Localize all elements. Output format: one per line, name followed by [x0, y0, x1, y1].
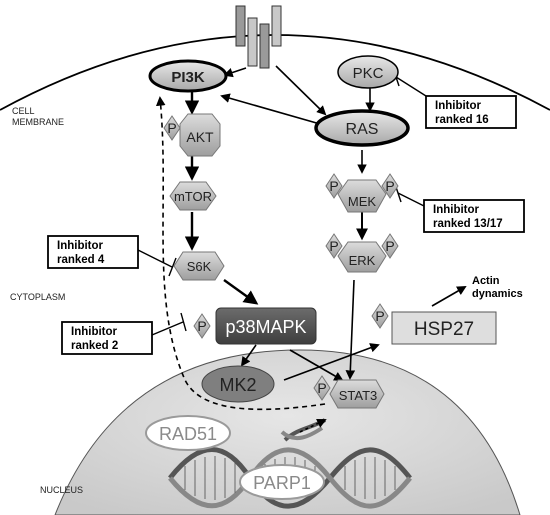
- pkc-node: PKC: [337, 55, 399, 89]
- erk-label: ERK: [349, 253, 376, 268]
- inhibitor-box-13-17: Inhibitor ranked 13/17: [423, 199, 525, 233]
- erk-phospho-label-right: P: [385, 238, 394, 254]
- actin-dynamics-label: Actin: [472, 275, 500, 287]
- cytoplasm-label: CYTOPLASM: [10, 292, 65, 302]
- akt-phospho-marker: [163, 115, 181, 141]
- inhibitor-16-line2: ranked 16: [435, 114, 489, 126]
- stat3-node: STAT3 P: [313, 375, 385, 409]
- actin-dynamics-label-2: dynamics: [472, 288, 523, 300]
- erk-phospho-marker-right: [381, 233, 399, 259]
- p38mapk-phospho-label: P: [197, 318, 206, 334]
- mek-phospho-label-right: P: [385, 178, 394, 194]
- s6k-node: S6K: [173, 251, 225, 281]
- inhibition-connectors: [137, 67, 427, 336]
- akt-node: AKT P: [163, 113, 221, 157]
- p38mapk-phospho-marker: [193, 313, 211, 339]
- p38mapk-node: P p38MAPK: [193, 307, 317, 345]
- parp1-node: PARP1: [239, 464, 325, 500]
- inhibitor-box-16: Inhibitor ranked 16: [425, 95, 517, 129]
- rad51-label: RAD51: [159, 424, 217, 444]
- stat3-phospho-label: P: [317, 380, 326, 396]
- mek-phospho-label-left: P: [329, 178, 338, 194]
- akt-label: AKT: [186, 129, 214, 145]
- inhibitor-13-17-line2: ranked 13/17: [433, 218, 503, 230]
- pkc-label: PKC: [353, 65, 384, 82]
- stat3-label: STAT3: [339, 388, 378, 403]
- p38mapk-label: p38MAPK: [225, 317, 306, 337]
- pi3k-node: PI3K: [148, 59, 228, 93]
- erk-node: ERK P P: [325, 233, 399, 273]
- inhibitor-box-4: Inhibitor ranked 4: [47, 235, 139, 269]
- hsp27-phospho-marker: [371, 303, 389, 329]
- hsp27-node: P HSP27: [371, 303, 497, 345]
- hsp27-phospho-label: P: [375, 308, 384, 324]
- mek-label: MEK: [348, 194, 377, 209]
- inhibitor-2-line1: Inhibitor: [71, 326, 118, 338]
- nucleus-label: NUCLEUS: [40, 485, 83, 495]
- akt-phospho-label: P: [167, 120, 176, 136]
- inhibitor-16-line1: Inhibitor: [435, 100, 482, 112]
- mtor-label: mTOR: [174, 189, 212, 204]
- mek-node: MEK P P: [325, 173, 399, 213]
- inhibitor-2-line2: ranked 2: [71, 340, 118, 352]
- membrane-receptor: [235, 5, 282, 69]
- inhibitor-13-17-line1: Inhibitor: [433, 204, 480, 216]
- parp1-label: PARP1: [253, 473, 311, 493]
- inhibitor-4-line1: Inhibitor: [57, 240, 104, 252]
- rad51-node: RAD51: [145, 415, 231, 451]
- pathway-arrows: [155, 65, 467, 433]
- mtor-node: mTOR: [169, 181, 217, 211]
- ras-label: RAS: [346, 121, 379, 138]
- mk2-node: MK2: [201, 365, 275, 403]
- inhibitor-box-2: Inhibitor ranked 2: [61, 321, 153, 355]
- mek-phospho-marker-left: [325, 173, 343, 199]
- stat3-phospho-marker: [313, 375, 331, 401]
- pi3k-label: PI3K: [171, 69, 205, 86]
- cell-membrane-label: CELL: [12, 106, 35, 116]
- erk-phospho-marker-left: [325, 233, 343, 259]
- erk-phospho-label-left: P: [329, 238, 338, 254]
- mk2-label: MK2: [219, 375, 256, 395]
- inhibitor-4-line2: ranked 4: [57, 254, 105, 266]
- mek-phospho-marker-right: [381, 173, 399, 199]
- s6k-label: S6K: [187, 259, 212, 274]
- hsp27-label: HSP27: [414, 319, 474, 340]
- ras-node: RAS: [314, 109, 410, 147]
- cell-membrane-label-2: MEMBRANE: [12, 117, 64, 127]
